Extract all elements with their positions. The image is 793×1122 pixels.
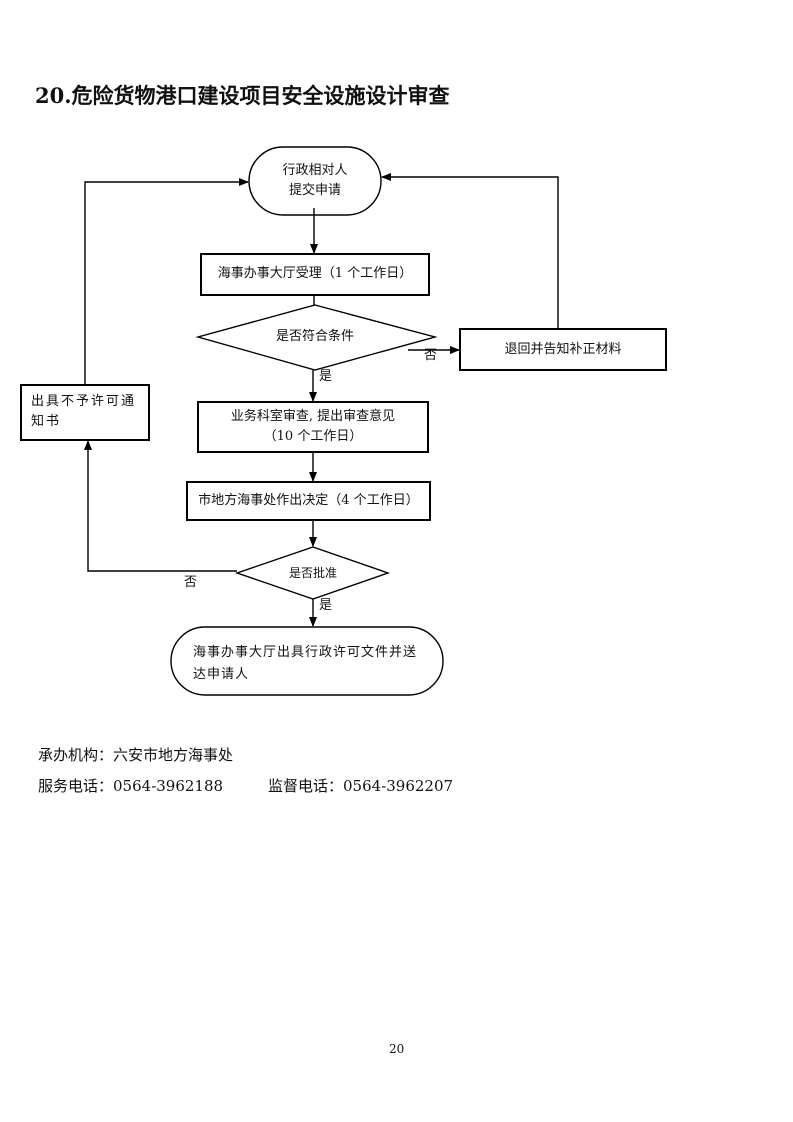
decide-box [186, 481, 431, 521]
start-terminal-text: 行政相对人 提交申请 [249, 161, 381, 201]
end-line2: 达申请人 [193, 667, 250, 682]
reject-line1: 出具不予许可通 [31, 394, 137, 409]
review-box-text: 业务科室审查, 提出审查意见 （10 个工作日） [198, 407, 428, 447]
accept-box [200, 253, 430, 296]
service-phone-line: 服务电话：0564-3962188 [38, 775, 223, 796]
approve-decision-text: 是否批准 [288, 566, 337, 580]
end-terminal [170, 626, 444, 696]
page-number: 20 [389, 1042, 405, 1056]
conditions-decision-text: 是否符合条件 [275, 329, 354, 344]
supervise-phone-value: 0564-3962207 [343, 777, 454, 795]
arrow-approve-to-reject [84, 440, 237, 572]
return-box [459, 328, 667, 371]
arrow-reject-to-start [84, 178, 249, 385]
start-line1: 行政相对人 [282, 163, 348, 178]
page-title: 20.危险货物港口建设项目安全设施设计审查 [35, 83, 450, 108]
start-line2: 提交申请 [288, 183, 341, 198]
supervise-phone-label: 监督电话： [268, 777, 344, 795]
yes-label-1: 是 [319, 369, 333, 384]
no-label-2: 否 [184, 575, 198, 590]
agency-line: 承办机构：六安市地方海事处 [38, 744, 233, 765]
review-line1: 业务科室审查, 提出审查意见 [230, 409, 396, 424]
accept-box-text: 海事办事大厅受理（1 个工作日） [217, 266, 413, 281]
yes-label-2: 是 [319, 598, 333, 613]
reject-box-text: 出具不予许可通 知书 [31, 392, 136, 432]
supervise-phone-line: 监督电话：0564-3962207 [268, 775, 453, 796]
end-line1: 海事办事大厅出具行政许可文件并送 [193, 645, 418, 660]
conditions-decision [195, 304, 438, 371]
review-box [197, 401, 429, 453]
reject-line2: 知书 [31, 414, 62, 429]
agency-value: 六安市地方海事处 [113, 746, 234, 764]
return-box-text: 退回并告知补正材料 [504, 342, 622, 357]
decide-box-text: 市地方海事处作出决定（4 个工作日） [198, 493, 419, 508]
service-phone-value: 0564-3962188 [113, 777, 224, 795]
no-label-1: 否 [424, 348, 438, 363]
agency-label: 承办机构： [38, 746, 114, 764]
end-terminal-text: 海事办事大厅出具行政许可文件并送 达申请人 [193, 642, 417, 686]
reject-box [20, 384, 150, 441]
service-phone-label: 服务电话： [38, 777, 114, 795]
arrow-return-to-start [381, 173, 559, 329]
start-terminal [248, 146, 382, 216]
review-line2: （10 个工作日） [263, 429, 363, 444]
